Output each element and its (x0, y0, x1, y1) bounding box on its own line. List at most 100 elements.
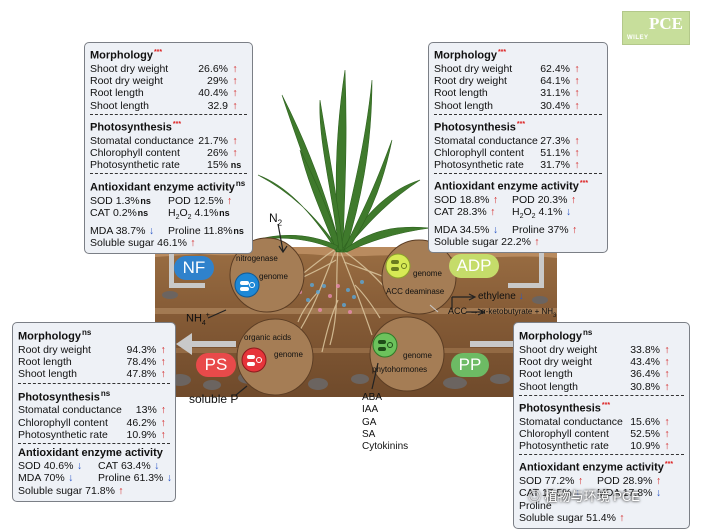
enzyme-name: CAT (519, 487, 540, 500)
enzyme-row: Proline (519, 500, 684, 512)
publisher-imprint: WILEY (627, 35, 649, 41)
morphology-title: Morphologyns (18, 328, 92, 343)
metric-name: Shoot dry weight (519, 343, 598, 356)
significance-marker: ns (235, 179, 246, 189)
metric-value: 10.9% (630, 440, 660, 453)
acc-reaction-label: ACC → α-ketobutyrate + NH3 (448, 306, 556, 319)
metric-name: Root length (434, 87, 488, 100)
metric-value: 27.3% (540, 134, 570, 147)
significance-marker: ns (100, 388, 111, 398)
acc-deaminase-label: ACC deaminase (386, 287, 445, 296)
trend-up-icon: ↑ (574, 74, 580, 87)
trend-down-icon: ↓ (68, 472, 74, 485)
metric-value: 13% (135, 404, 157, 417)
metric-name: Shoot dry weight (90, 62, 169, 75)
plant-leaves (254, 69, 431, 253)
metric-value: 30.8% (630, 380, 660, 393)
acc-reaction-left: ACC (448, 306, 468, 316)
enzyme-value: 20.3% (537, 194, 568, 207)
enzyme-name: CAT (90, 207, 111, 220)
trend-up-icon: ↑ (160, 343, 166, 356)
trend-up-icon: ↑ (232, 87, 238, 100)
pp-badge: PP (451, 353, 489, 377)
trend-up-icon: ↑ (492, 194, 499, 207)
enzyme-row: CAT 17.5%↓MDA 17.8%↓ (519, 487, 684, 499)
metric-name: Root dry weight (18, 343, 91, 356)
trend-up-icon: ↑ (232, 62, 238, 75)
metric-name: Root length (18, 355, 72, 368)
trend-down-icon: ↓ (565, 206, 572, 219)
nh4-label: NH4+ (186, 312, 210, 327)
metric-value: 21.7% (198, 134, 228, 147)
metric-value: 64.1% (540, 74, 570, 87)
metric-value: 26% (206, 146, 228, 159)
enzyme-cell: CAT 0.2%ns (90, 207, 168, 219)
trend-up-icon: ↑ (664, 440, 670, 453)
metric-name: Root length (90, 87, 144, 100)
ethylene-text: ethylene (478, 291, 516, 302)
trend-up-icon: ↑ (118, 484, 124, 497)
trend-down-icon: ↓ (148, 224, 155, 237)
publisher-logo-text: PCE (649, 14, 683, 33)
zoom-circles (229, 237, 457, 396)
nh4-sub: 4 (201, 319, 206, 327)
metric-name: Chlorophyll content (90, 146, 180, 159)
metric-name: Photosynthetic rate (434, 159, 524, 172)
metric-name: Photosynthetic rate (519, 440, 609, 453)
enzyme-name: SOD (434, 194, 457, 207)
enzyme-cell: Soluble sugar 46.1%↑ (90, 237, 199, 249)
enzyme-name: POD (168, 195, 191, 208)
enzyme-row: Soluble sugar 71.8%↑ (18, 485, 170, 497)
trend-up-icon: ↑ (160, 428, 166, 441)
metric-name: Stomatal conductance (434, 134, 538, 147)
metric-value: 30.4% (540, 99, 570, 112)
enzyme-value: 51.4% (586, 511, 616, 524)
enzyme-cell: MDA 17.8%↓ (597, 487, 664, 499)
metric-value: 40.4% (198, 87, 228, 100)
enzyme-row: Soluble sugar 51.4%↑ (519, 512, 684, 524)
enzyme-name: POD (512, 194, 535, 207)
enzyme-value: 12.5% (193, 195, 224, 208)
enzyme-cell: Proline 11.8%ns (168, 225, 245, 237)
trend-up-icon: ↑ (160, 355, 166, 368)
significance-marker: ns (582, 328, 593, 337)
enzyme-value: 46.1% (157, 237, 187, 250)
trend-up-icon: ↑ (664, 343, 670, 356)
enzyme-value: 34.5% (459, 223, 490, 236)
enzyme-value: 17.5% (541, 487, 572, 500)
significance-marker: ns (81, 328, 92, 337)
trend-up-icon: ↑ (572, 223, 578, 236)
enzyme-value: 4.1% (194, 207, 219, 220)
enzyme-cell: H2O2 4.1%ns (168, 207, 230, 224)
metric-name: Shoot length (90, 99, 149, 112)
metric-row: Photosynthetic rate 10.9% ↑ (519, 440, 684, 452)
trend-up-icon: ↑ (534, 236, 540, 249)
metric-row: Root length 40.4% ↑ (90, 87, 247, 99)
hormone-ga: GA (362, 416, 377, 428)
metric-name: Shoot length (519, 380, 578, 393)
genome-label-nf: genome (259, 272, 288, 281)
trend-up-icon: ↑ (664, 368, 670, 381)
enzyme-row: SOD 18.8%↑POD 20.3%↑ (434, 194, 602, 206)
enzyme-cell: POD 20.3%↑ (512, 194, 579, 206)
adp-badge-label: ADP (456, 256, 492, 275)
metric-value: 94.3% (126, 343, 157, 356)
nf-badge-label: NF (182, 258, 206, 277)
morphology-title: Morphology*** (90, 49, 163, 62)
enzyme-cell: SOD 40.6%↓ (18, 460, 98, 472)
enzyme-name: SOD (18, 460, 41, 473)
